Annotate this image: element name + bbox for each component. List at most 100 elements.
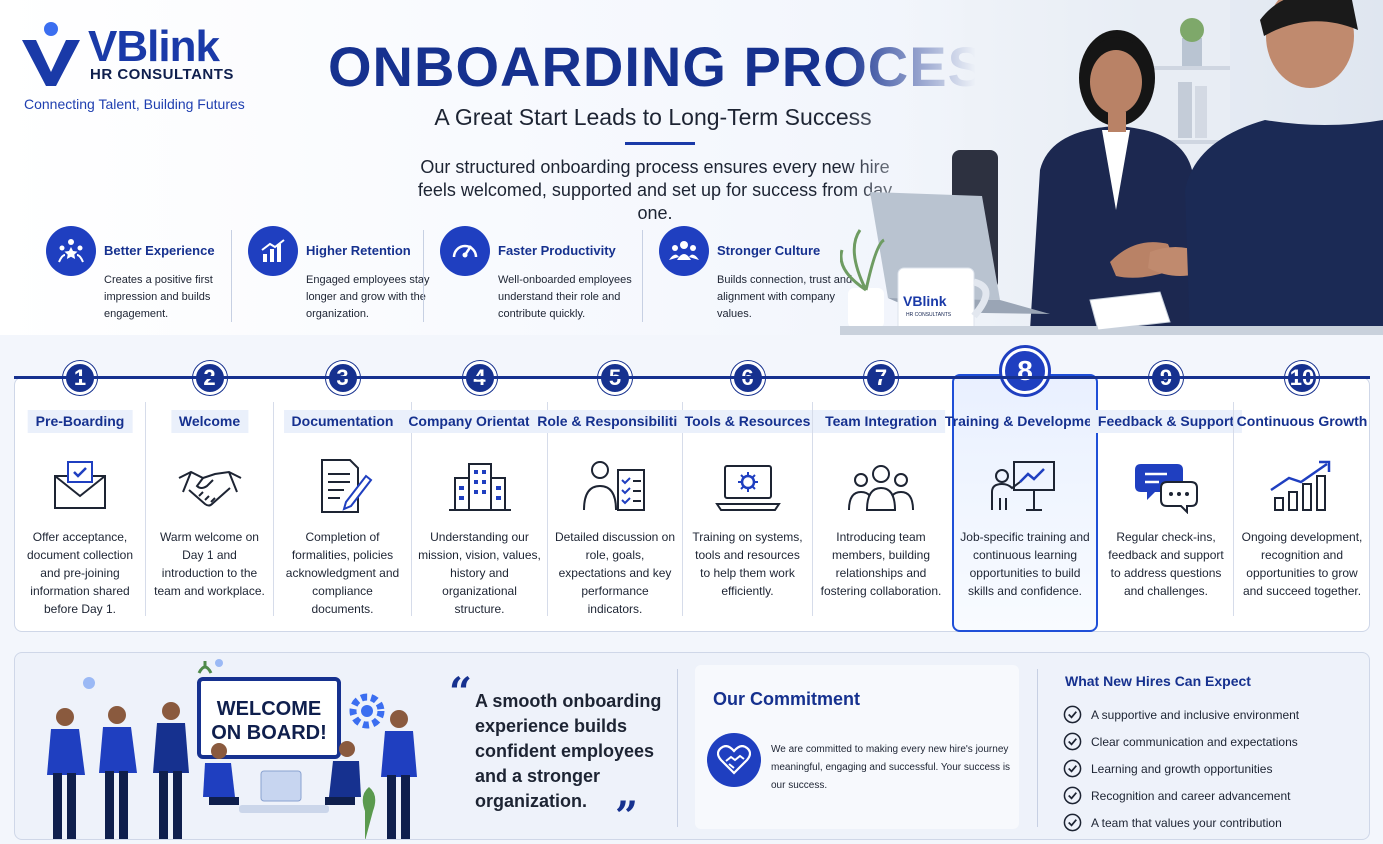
close-quote-icon: ” [615, 793, 639, 840]
step-divider [812, 402, 813, 616]
expectation-text: A supportive and inclusive environment [1091, 707, 1300, 722]
step-welcome[interactable]: 2 Welcome Warm welcome on Day 1 and intr… [146, 361, 273, 632]
intro-text: Our structured onboarding process ensure… [417, 157, 893, 223]
step-pre-boarding[interactable]: 1 Pre-Boarding Offer acceptance, documen… [15, 361, 145, 632]
step-divider [1233, 402, 1234, 616]
step-description: Introducing team members, building relat… [820, 530, 942, 598]
steps-timeline [14, 376, 1370, 379]
person-checklist-icon [583, 461, 645, 511]
document-pen-icon [320, 459, 372, 513]
brand-subtitle: HR CONSULTANTS [90, 66, 234, 83]
step-training-development[interactable]: 8 Training & Development Job-specific tr… [945, 348, 1105, 632]
step-feedback-support[interactable]: 9 Feedback & Support Regular check-ins, … [1089, 361, 1243, 632]
commitment-title: Our Commitment [713, 689, 861, 709]
benefit-desc: Well-onboarded employees understand thei… [498, 274, 632, 320]
step-continuous-growth[interactable]: 10 Continuous Growth Ongoing development… [1234, 361, 1370, 632]
step-description: Understanding our mission, vision, value… [418, 530, 541, 616]
benefit-desc: Creates a positive first impression and … [104, 274, 213, 320]
check-circle-icon [1063, 705, 1082, 724]
check-circle-icon [1063, 813, 1082, 832]
section-divider [1037, 669, 1038, 827]
benefit-title: Stronger Culture [717, 243, 821, 258]
expectation-text: Learning and growth opportunities [1091, 761, 1273, 776]
gear-icon [349, 693, 385, 729]
benefit-title: Faster Productivity [498, 243, 616, 258]
expectations-list: What New Hires Can Expect A supportive a… [1055, 653, 1365, 839]
step-description: Detailed discussion on role, goals, expe… [554, 530, 676, 616]
step-company-orientation[interactable]: 4 Company Orientation Understanding our … [400, 361, 559, 632]
check-circle-icon [1063, 786, 1082, 805]
growth-chart-icon [1270, 460, 1331, 511]
benefit-higher-retention: Higher Retention Engaged employees stay … [248, 226, 448, 326]
step-tools-resources[interactable]: 6 Tools & Resources Training on systems,… [676, 361, 819, 632]
benefit-stronger-culture: Stronger Culture Builds connection, trus… [659, 226, 859, 326]
team-welcome-illustration: WELCOME ON BOARD! [47, 659, 417, 839]
company-logo[interactable]: VBlink HR CONSULTANTS Connecting Talent,… [18, 14, 268, 124]
benefit-divider [231, 230, 232, 322]
step-divider [547, 402, 548, 616]
laptop-gear-icon [714, 465, 781, 511]
step-title: Continuous Growth [1236, 413, 1368, 429]
team-outline-icon [848, 465, 914, 511]
expectation-text: Recognition and career advancement [1091, 788, 1291, 803]
quote-text: A smooth onboarding experience builds co… [475, 691, 662, 811]
step-divider [682, 402, 683, 616]
open-quote-icon: “ [449, 669, 473, 716]
benefit-title: Better Experience [104, 243, 215, 258]
benefit-title: Higher Retention [306, 243, 411, 258]
team-icon [659, 226, 709, 276]
benefit-divider [423, 230, 424, 322]
step-description: Ongoing development, recognition and opp… [1241, 530, 1363, 598]
handshake-icon [178, 470, 241, 507]
step-description: Job-specific training and continuous lea… [960, 530, 1090, 598]
step-title: Company Orientation [400, 410, 559, 433]
step-description: Completion of formalities, policies ackn… [285, 530, 400, 616]
hero-section: VBlink HR CONSULTANTS Connecting Talent,… [0, 0, 1383, 335]
step-title: Feedback & Support [1089, 410, 1243, 433]
people-star-icon [46, 226, 96, 276]
step-documentation[interactable]: 3 Documentation Completion of formalitie… [274, 361, 411, 632]
step-divider [273, 402, 274, 616]
expectation-text: A team that values your contribution [1091, 815, 1282, 830]
benefit-divider [642, 230, 643, 322]
step-description: Offer acceptance, document collection an… [26, 530, 134, 616]
step-title: Team Integration [817, 410, 945, 433]
step-number: 8 [1002, 348, 1048, 394]
check-circle-icon [1063, 759, 1082, 778]
brand-name: VBlink [88, 22, 220, 71]
step-role-responsibilities[interactable]: 5 Role & Responsibilities Detailed discu… [529, 361, 701, 632]
step-description: Warm welcome on Day 1 and introduction t… [154, 530, 265, 598]
check-circle-icon [1063, 732, 1082, 751]
commitment-card: Our Commitment We are committed to makin… [695, 665, 1019, 829]
step-title: Pre-Boarding [27, 410, 133, 433]
list-item: Clear communication and expectations [1063, 728, 1299, 755]
list-item: Recognition and career advancement [1063, 782, 1299, 809]
list-item: Learning and growth opportunities [1063, 755, 1299, 782]
speedometer-icon [440, 226, 490, 276]
list-item: A supportive and inclusive environment [1063, 701, 1299, 728]
list-item: A team that values your contribution [1063, 809, 1299, 836]
step-description: Regular check-ins, feedback and support … [1108, 530, 1224, 598]
handshake-photo: VBlink HR CONSULTANTS [840, 0, 1383, 335]
step-divider [411, 402, 412, 616]
onboarding-steps: 1 Pre-Boarding Offer acceptance, documen… [14, 348, 1370, 632]
mug-logo-sub: HR CONSULTANTS [906, 312, 952, 318]
expectation-text: Clear communication and expectations [1091, 734, 1298, 749]
benefit-faster-productivity: Faster Productivity Well-onboarded emplo… [440, 226, 640, 326]
step-title: Training & Development [944, 413, 1106, 429]
expectations-items: A supportive and inclusive environment C… [1063, 701, 1299, 836]
step-title: Tools & Resources [676, 410, 819, 433]
step-team-integration[interactable]: 7 Team Integration Introducing team memb… [813, 361, 949, 632]
benefit-desc: Builds connection, trust and alignment w… [717, 274, 853, 320]
chat-bubbles-icon [1135, 464, 1198, 514]
title-divider [625, 142, 695, 145]
brand-tagline: Connecting Talent, Building Futures [24, 96, 245, 112]
bar-chart-icon [248, 226, 298, 276]
step-divider [145, 402, 146, 616]
step-title: Role & Responsibilities [529, 410, 701, 433]
presenter-board-icon [991, 461, 1055, 511]
expectations-title: What New Hires Can Expect [1065, 673, 1251, 689]
envelope-check-icon [54, 461, 106, 509]
section-divider [677, 669, 678, 827]
commitment-text: We are committed to making every new hir… [771, 744, 1011, 791]
